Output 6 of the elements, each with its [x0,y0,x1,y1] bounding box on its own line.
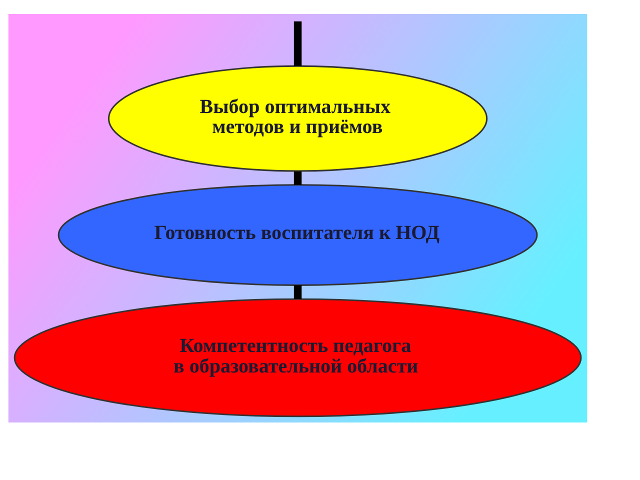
connector [294,170,302,184]
connector [294,284,302,298]
connector [294,20,302,66]
node-ellipse: Готовность воспитателя к НОД [58,184,538,286]
node-ellipse: Выбор оптимальных методов и приёмов [108,64,488,172]
node-ellipse: Компетентность педагога в образовательной области [14,298,582,417]
